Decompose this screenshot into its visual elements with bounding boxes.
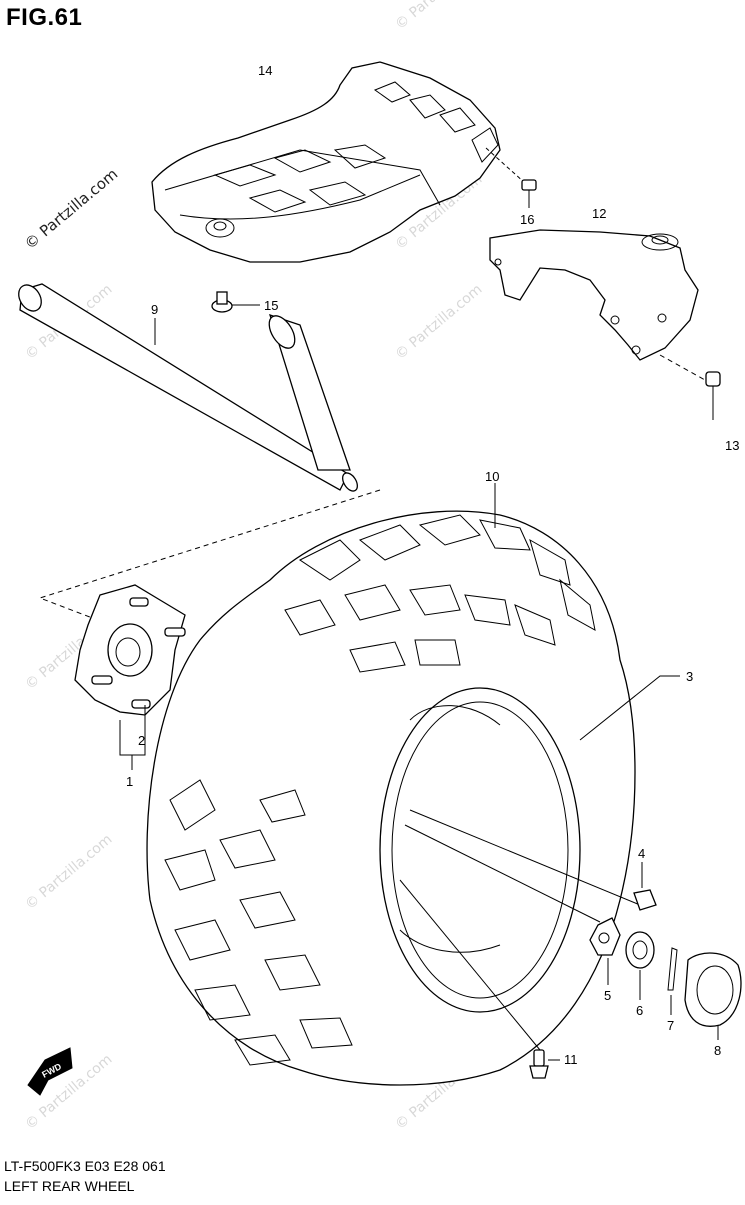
watermark: © Partzilla.com (22, 831, 115, 913)
figure-code: LT-F500FK3 E03 E28 061 (4, 1158, 166, 1174)
callout-8: 8 (714, 1043, 721, 1058)
part-7-cotter-pin (667, 947, 678, 1015)
fwd-arrow-icon: FWD (27, 1047, 73, 1096)
leader-3 (579, 675, 680, 741)
callout-5: 5 (604, 988, 611, 1003)
part-12-bracket (489, 229, 699, 361)
figure-title: FIG.61 (6, 4, 83, 31)
callout-11: 11 (564, 1052, 578, 1067)
watermark: © Partzilla.com (392, 281, 485, 363)
part-1-hub (74, 584, 186, 716)
part-4-nut (633, 862, 657, 911)
callout-16: 16 (520, 212, 534, 227)
callout-3: 3 (686, 669, 693, 684)
callout-9: 9 (151, 302, 158, 317)
callout-15: 15 (264, 298, 278, 313)
callout-12: 12 (592, 206, 606, 221)
watermark: © Partzilla.com (392, 0, 485, 33)
part-6-castle-nut (625, 931, 655, 1000)
callout-10: 10 (485, 469, 499, 484)
leader-16 (485, 147, 526, 184)
part-11-valve (529, 1049, 560, 1079)
part-15-bolt (211, 291, 260, 313)
figure-name: LEFT REAR WHEEL (4, 1178, 135, 1194)
leader-11-line (399, 879, 541, 1051)
part-5-washer (589, 917, 621, 985)
part-10-tire (146, 510, 636, 1086)
callout-2: 2 (138, 733, 145, 748)
callout-13: 13 (725, 438, 739, 453)
callout-14: 14 (258, 63, 272, 78)
callout-4: 4 (638, 846, 645, 861)
leader-5-line (404, 824, 601, 923)
watermark-main: © Partzilla.com (21, 165, 121, 253)
part-16-bolt (521, 179, 537, 208)
part-9-axle (18, 283, 358, 492)
part-8-cap (684, 952, 742, 1040)
callout-1: 1 (126, 774, 133, 789)
part-13-bolt (705, 371, 721, 420)
leader-13 (659, 354, 706, 381)
callout-7: 7 (667, 1018, 674, 1033)
part-14-guard (151, 61, 501, 263)
leader-4-line (409, 809, 641, 906)
callout-6: 6 (636, 1003, 643, 1018)
